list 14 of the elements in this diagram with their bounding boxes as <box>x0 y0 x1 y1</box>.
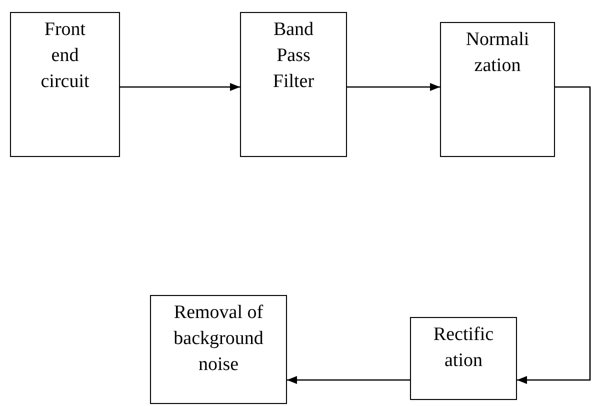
box-label: Band Pass Filter <box>272 18 316 94</box>
box-label: Removal of background noise <box>172 301 264 377</box>
box-label: Normali zation <box>464 28 530 78</box>
process-box <box>410 317 517 400</box>
arrow <box>517 86 591 384</box>
box-label: Front end circuit <box>40 18 90 94</box>
arrow <box>347 83 440 91</box>
process-box <box>440 22 555 157</box>
process-box <box>10 12 120 157</box>
arrow <box>120 83 240 91</box>
process-box <box>150 295 287 404</box>
process-box <box>240 12 347 157</box>
arrow <box>287 376 410 384</box>
box-label: Rectific ation <box>432 323 495 373</box>
